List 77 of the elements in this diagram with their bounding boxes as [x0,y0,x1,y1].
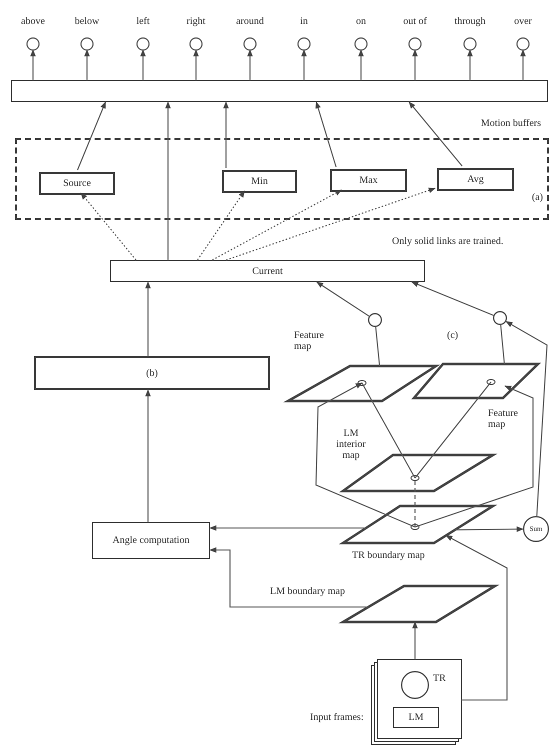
arrow [223,101,229,168]
output-label: around [235,16,265,27]
output-label: through [453,16,487,27]
output-label: left [135,16,151,27]
layer-bar [11,80,548,102]
output-label: out of [402,16,428,27]
box-label: LM [408,711,424,725]
arrow [226,188,436,261]
box-label: Angle computation [112,534,190,548]
arrow [145,389,151,522]
layer-box [330,169,407,192]
connector-line [362,382,416,478]
connector-line [500,324,505,364]
box-label: (b) [145,366,159,380]
output-label: above [20,16,46,27]
arrow [412,49,418,80]
frames-label: Input frames: [310,712,364,723]
layer-box [393,707,439,728]
unit-circle [368,313,382,327]
arrow [520,49,526,80]
arrow [77,101,106,170]
arrow [140,49,146,80]
arrow [455,526,524,532]
layer-box [34,356,270,390]
map-label: LM interior map [335,428,367,461]
map-label: Feature map [488,408,519,430]
arrow [165,101,171,260]
map-label: TR boundary map [352,550,426,561]
box-label: Current [251,264,284,278]
note: Only solid links are trained. [392,236,504,247]
circle-label: TR [433,673,446,684]
output-label: in [299,16,309,27]
layer-box [39,172,115,195]
arrow [506,321,548,516]
map-label: Feature map [294,330,325,352]
arrow [30,49,36,80]
output-label: on [355,16,367,27]
layer-box [110,260,425,282]
arrow [414,386,534,528]
arrow [316,282,370,317]
group-title: Motion buffers [480,118,541,129]
arrow [84,49,90,80]
panel-label: (a) [532,192,543,203]
arrow [209,547,368,608]
note: (c) [447,330,458,341]
arrow [315,101,337,168]
box-label: Avg [466,173,485,187]
arrow [315,382,416,528]
arrow [209,525,366,531]
box-label: Max [358,174,379,188]
arrow [212,190,342,260]
arrow [411,282,494,316]
arrow [301,49,307,80]
unit-circle [493,311,507,325]
arrow [412,621,418,659]
connector-line [375,326,380,366]
output-label: right [186,16,206,27]
connector-line [414,478,416,527]
arrow [247,49,253,80]
layer-box [92,522,210,559]
arrow [445,535,508,701]
arrow [145,281,151,356]
arrow [408,101,463,166]
output-label: over [513,16,533,27]
layer-box [437,168,514,191]
arrow [193,49,199,80]
output-label: below [74,16,100,27]
connector-line [414,382,492,478]
arrow [197,190,245,260]
map-label: LM boundary map [270,586,346,597]
layer-box [222,170,297,193]
arrow [467,49,473,80]
sum-unit [523,516,549,542]
arrow [358,49,364,80]
arrow [80,192,136,260]
box-label: Source [62,177,92,191]
box-label: Min [250,175,269,189]
